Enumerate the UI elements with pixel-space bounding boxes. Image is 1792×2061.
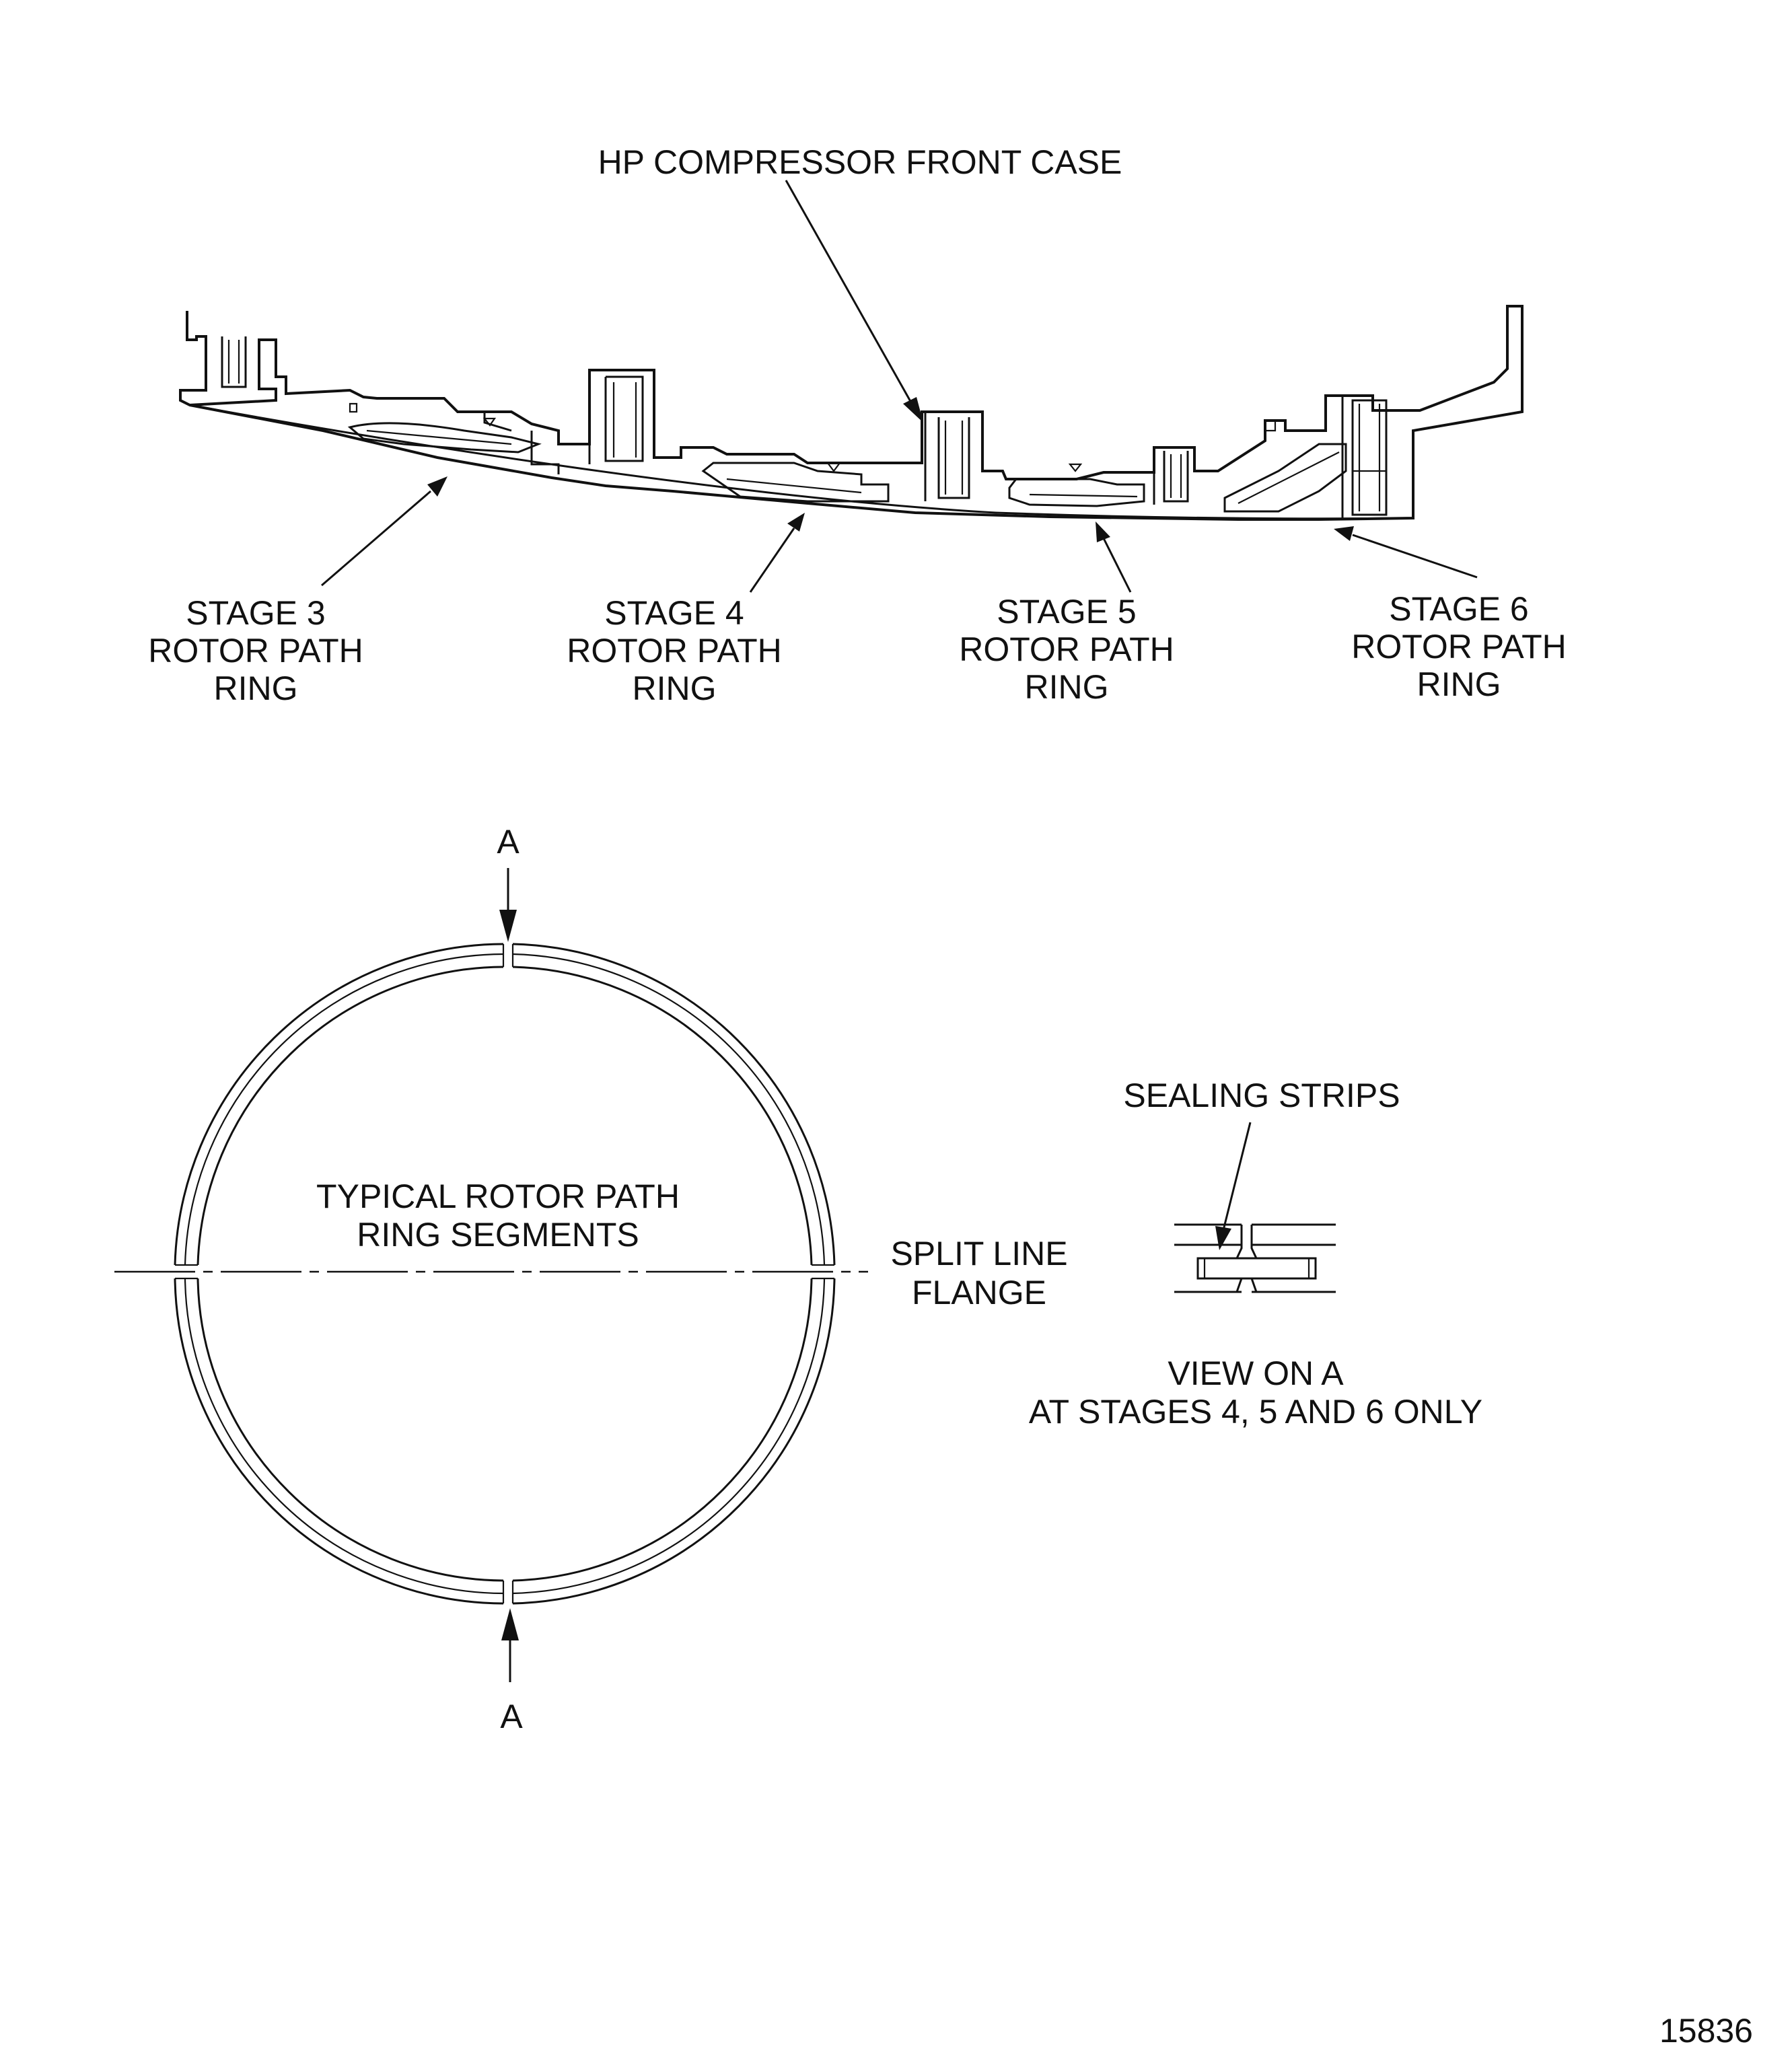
svg-text:STAGE 3: STAGE 3 (186, 594, 325, 632)
section-arrow-top (499, 868, 517, 942)
sealing-strip-detail (1174, 1223, 1336, 1293)
stage3-leader (321, 476, 447, 587)
case-title-leader (785, 180, 923, 423)
ring-segments-label: TYPICAL ROTOR PATH RING SEGMENTS (316, 1178, 680, 1254)
svg-text:AT STAGES 4, 5 AND 6 ONLY: AT STAGES 4, 5 AND 6 ONLY (1029, 1393, 1482, 1431)
svg-text:ROTOR PATH: ROTOR PATH (148, 632, 363, 670)
lower-ring-segment (174, 1278, 836, 1605)
ring-segments-drawing (114, 943, 868, 1605)
stage4-label: STAGE 4 ROTOR PATH RING (567, 594, 781, 707)
svg-text:RING: RING (633, 670, 717, 707)
stage5-label: STAGE 5 ROTOR PATH RING (959, 593, 1174, 706)
svg-text:STAGE 5: STAGE 5 (997, 593, 1136, 630)
split-line-label: SPLIT LINE FLANGE (890, 1235, 1067, 1311)
svg-text:FLANGE: FLANGE (912, 1274, 1046, 1311)
svg-text:ROTOR PATH: ROTOR PATH (1351, 628, 1566, 665)
svg-text:SPLIT LINE: SPLIT LINE (890, 1235, 1067, 1272)
svg-text:STAGE 6: STAGE 6 (1389, 590, 1528, 628)
stage6-leader (1334, 526, 1478, 579)
section-label-top: A (497, 823, 519, 861)
stage5-leader (1096, 521, 1132, 593)
view-on-a-label: VIEW ON A AT STAGES 4, 5 AND 6 ONLY (1029, 1354, 1482, 1431)
svg-text:ROTOR PATH: ROTOR PATH (959, 630, 1174, 668)
stage6-label: STAGE 6 ROTOR PATH RING (1351, 590, 1566, 703)
section-label-bottom: A (500, 1698, 523, 1735)
svg-text:ROTOR PATH: ROTOR PATH (567, 632, 781, 670)
svg-text:RING: RING (214, 670, 298, 707)
svg-text:TYPICAL ROTOR PATH: TYPICAL ROTOR PATH (316, 1178, 680, 1215)
sealing-strips-label: SEALING STRIPS (1123, 1077, 1400, 1114)
section-arrow-bottom (501, 1608, 519, 1682)
stage4-leader (749, 513, 805, 593)
svg-text:RING: RING (1025, 668, 1109, 706)
svg-text:RING: RING (1417, 665, 1501, 703)
upper-ring-segment (174, 943, 836, 1266)
stage3-label: STAGE 3 ROTOR PATH RING (148, 594, 363, 707)
svg-text:VIEW ON A: VIEW ON A (1168, 1354, 1344, 1392)
figure-number: 15836 (1659, 2012, 1753, 2050)
case-title-label: HP COMPRESSOR FRONT CASE (598, 143, 1122, 181)
svg-text:STAGE 4: STAGE 4 (604, 594, 744, 632)
sealing-strips-leader (1215, 1122, 1252, 1250)
svg-text:RING SEGMENTS: RING SEGMENTS (357, 1216, 639, 1254)
compressor-case-section (179, 305, 1524, 521)
